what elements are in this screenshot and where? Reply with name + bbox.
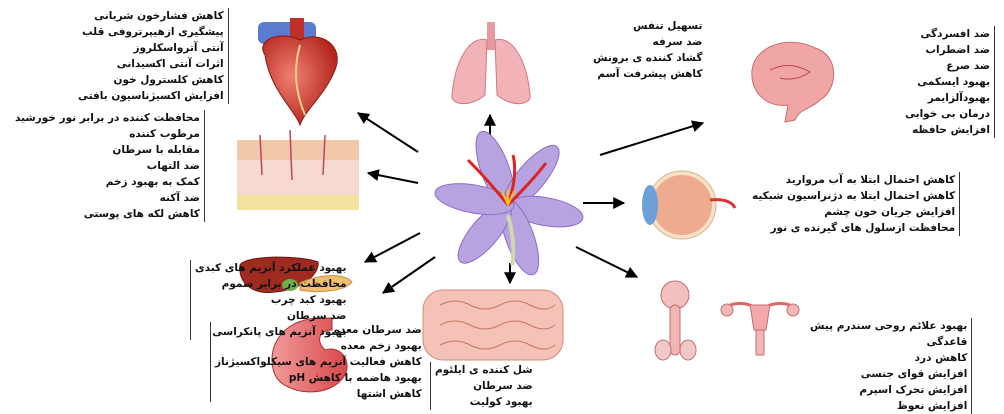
list-item: ضد آکنه [15, 190, 200, 206]
list-item: محافظت در برابر سموم [195, 276, 346, 292]
list-item: آنتی آترواسکلروز [78, 40, 224, 56]
list-item: افزایش حافظه [905, 122, 990, 138]
list-item: کمک به بهبود زخم [15, 174, 200, 190]
skin-benefits: محافظت کننده در برابر نور خورشید مرطوب ک… [15, 110, 205, 222]
list-item: پیشگیری ازهیپرتروفی قلب [78, 24, 224, 40]
list-item: ضد سرفه [593, 34, 702, 50]
list-item: ضد سرطان معده [215, 322, 422, 338]
heart-icon [258, 18, 337, 125]
reproductive-benefits: بهبود علائم روحی سندرم پیش قاعدگی کاهش د… [810, 318, 972, 414]
list-item: شل کننده ی ایلئوم [435, 362, 533, 378]
list-item: افزایش تحرک اسپرم [810, 382, 967, 398]
list-item: کاهش لکه های پوستی [15, 206, 200, 222]
list-item: اثرات آنتی اکسیدانی [78, 56, 224, 72]
list-item: ضد افسردگی [905, 26, 990, 42]
list-item: افزایش نعوظ [810, 398, 967, 414]
list-item: ضد اضطراب [905, 42, 990, 58]
lungs-benefits: تسهیل تنفس ضد سرفه گشاد کننده ی برونش کا… [593, 18, 702, 82]
reproductive-organs-icon [655, 281, 799, 360]
eye-icon [642, 171, 735, 239]
list-item: مرطوب کننده [15, 126, 200, 142]
list-item: بهبودآلزایمر [905, 90, 990, 106]
list-item: بهبود هاضمه با کاهش pH [215, 370, 422, 386]
list-item: بهبود کبد چرب [195, 292, 346, 308]
arrow-to-liver [365, 233, 420, 262]
brain-icon [752, 42, 834, 122]
arrow-to-heart [358, 113, 418, 152]
list-item: افزایش قوای جنسی [810, 366, 967, 382]
list-item: درمان بی خوابی [905, 106, 990, 122]
saffron-flower-icon [433, 127, 586, 279]
list-item: ضد سرطان [435, 378, 533, 394]
list-item: بهبود کولیت [435, 394, 533, 410]
list-item: افزایش جریان خون چشم [752, 204, 955, 220]
list-item: محافظت کننده در برابر نور خورشید [15, 110, 200, 126]
list-item: کاهش احتمال ابتلا به آب مروارید [752, 172, 955, 188]
eye-benefits: کاهش احتمال ابتلا به آب مروارید کاهش احت… [752, 172, 960, 236]
intestine-benefits: شل کننده ی ایلئوم ضد سرطان بهبود کولیت [430, 362, 533, 410]
list-item: مقابله با سرطان [15, 142, 200, 158]
list-item: ضد صرع [905, 58, 990, 74]
list-item: بهبود زخم معده [215, 338, 422, 354]
arrow-to-skin [368, 173, 418, 183]
list-item: ضد التهاب [15, 158, 200, 174]
list-item: کاهش فشارخون شریانی [78, 8, 224, 24]
list-item: کاهش درد [810, 350, 967, 366]
brain-benefits: ضد افسردگی ضد اضطراب ضد صرع بهبود ایسکمی… [905, 26, 995, 138]
list-item: تسهیل تنفس [593, 18, 702, 34]
arrow-to-brain [600, 123, 703, 155]
heart-benefits: کاهش فشارخون شریانی پیشگیری ازهیپرتروفی … [78, 8, 229, 104]
list-item: بهبود عملکرد آنزیم های کبدی [195, 260, 346, 276]
list-item: کاهش احتمال ابتلا به دژنراسیون شبکیه [752, 188, 955, 204]
list-item: محافظت ازسلول های گیرنده ی نور [752, 220, 955, 236]
intestine-icon [423, 290, 563, 360]
arrow-to-stomach [383, 257, 435, 293]
list-item: گشاد کننده ی برونش [593, 50, 702, 66]
list-item: بهبود علائم روحی سندرم پیش [810, 318, 967, 334]
list-item: کاهش پیشرفت آسم [593, 66, 702, 82]
list-item: بهبود ایسکمی [905, 74, 990, 90]
list-item: کاهش کلسترول خون [78, 72, 224, 88]
list-item: کاهش فعالیت آنزیم های سیکلواکسیژناز [215, 354, 422, 370]
lungs-icon [452, 22, 530, 104]
stomach-benefits: ضد سرطان معده بهبود زخم معده کاهش فعالیت… [210, 322, 422, 402]
skin-icon [237, 130, 359, 210]
list-item: افزایش اکسیژناسیون بافتی [78, 88, 224, 104]
list-item: قاعدگی [810, 334, 967, 350]
arrow-to-reproductive [576, 247, 637, 277]
list-item: کاهش اشتها [215, 386, 422, 402]
